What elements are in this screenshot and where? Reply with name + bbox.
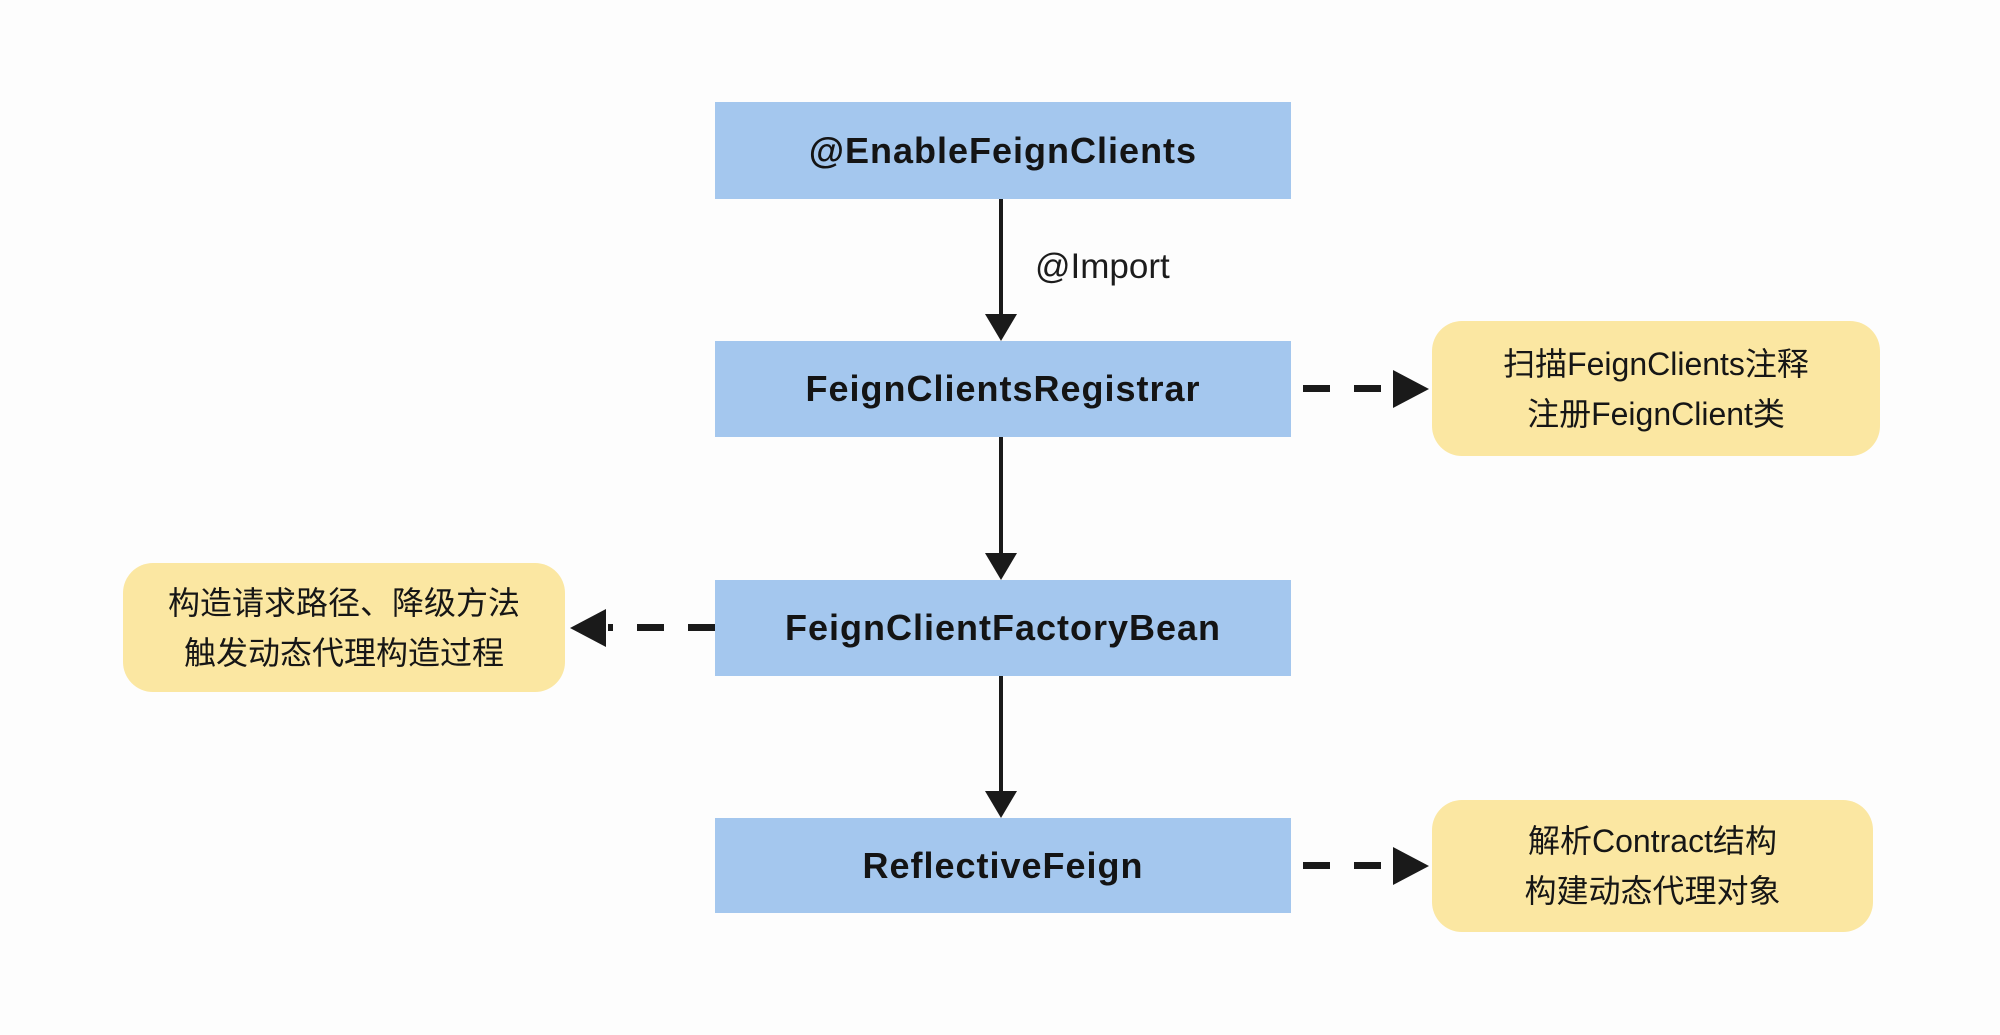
arrow-line-registrar-to-factory: [999, 437, 1003, 554]
arrow-left-icon: [570, 609, 606, 647]
arrow-line-enable-to-registrar: [999, 199, 1003, 315]
arrow-down-icon: [985, 791, 1017, 818]
dashed-line-factory-to-note: [608, 624, 715, 631]
arrow-line-factory-to-reflective: [999, 676, 1003, 792]
note-scan-feign-clients: 扫描FeignClients注释 注册FeignClient类: [1432, 321, 1880, 456]
note-parse-contract: 解析Contract结构 构建动态代理对象: [1432, 800, 1873, 932]
note-parse-line-2: 构建动态代理对象: [1524, 873, 1781, 909]
node-feign-client-factory-bean: FeignClientFactoryBean: [715, 580, 1291, 676]
node-reflective-feign-label: ReflectiveFeign: [862, 844, 1144, 886]
arrow-right-icon: [1393, 847, 1429, 885]
node-feign-client-factory-bean-label: FeignClientFactoryBean: [784, 607, 1222, 648]
dashed-line-registrar-to-note: [1303, 385, 1393, 392]
node-feign-clients-registrar-label: FeignClientsRegistrar: [805, 368, 1201, 409]
node-enable-feign-clients-label: @EnableFeignClients: [808, 129, 1198, 171]
note-build-request-path: 构造请求路径、降级方法 触发动态代理构造过程: [123, 563, 565, 692]
note-scan-line-1: 扫描FeignClients注释: [1503, 345, 1809, 382]
dashed-line-reflective-to-note: [1303, 862, 1393, 869]
node-reflective-feign: ReflectiveFeign: [715, 818, 1291, 913]
node-feign-clients-registrar: FeignClientsRegistrar: [715, 341, 1291, 437]
note-parse-line-1: 解析Contract结构: [1528, 823, 1777, 859]
note-build-line-1: 构造请求路径、降级方法: [167, 584, 520, 621]
arrow-down-icon: [985, 314, 1017, 341]
arrow-down-icon: [985, 553, 1017, 580]
edge-label-import: @Import: [1035, 247, 1170, 286]
note-build-line-2: 触发动态代理构造过程: [183, 634, 504, 671]
arrow-right-icon: [1393, 370, 1429, 408]
note-scan-line-2: 注册FeignClient类: [1527, 395, 1785, 432]
node-enable-feign-clients: @EnableFeignClients: [715, 102, 1291, 199]
